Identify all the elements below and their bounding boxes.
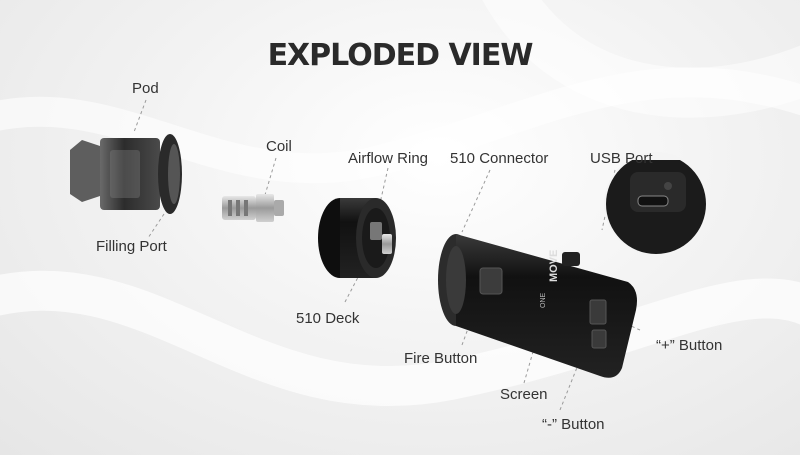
usb-port-inset [604, 152, 708, 256]
coil-part [222, 194, 284, 222]
page-title: EXPLODED VIEW [267, 38, 534, 73]
label-airflow-ring: Airflow Ring [348, 150, 429, 167]
label-plus-button: “+” Button [656, 337, 723, 354]
label-usb-port: USB Port [590, 150, 653, 167]
label-fire-button: Fire Button [404, 350, 478, 367]
airflow-ring-part [318, 198, 396, 278]
device-brand-text: MOVE [548, 249, 560, 282]
device-small-text: ONE [540, 292, 547, 308]
label-minus-button: “-” Button [542, 416, 605, 433]
label-pod: Pod [132, 80, 159, 97]
label-coil: Coil [266, 138, 292, 155]
label-screen: Screen [500, 386, 548, 403]
label-510-deck: 510 Deck [296, 310, 360, 327]
label-filling-port: Filling Port [96, 238, 167, 255]
label-510-connector: 510 Connector [450, 150, 549, 167]
device-body-part [438, 234, 637, 378]
pod-part [70, 134, 182, 214]
